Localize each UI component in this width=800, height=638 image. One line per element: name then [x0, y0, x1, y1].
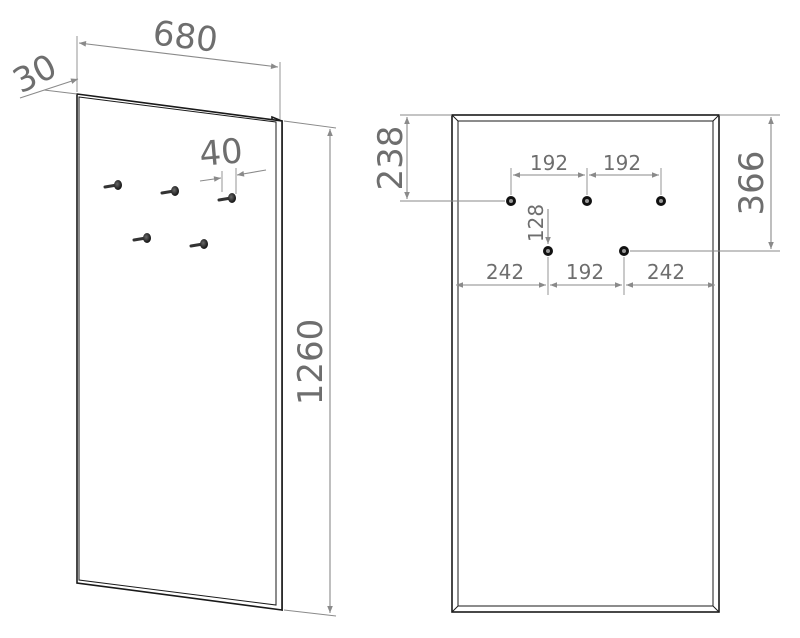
perspective-view: 680 30 40 1260	[7, 13, 337, 617]
coat-hook-icon	[619, 246, 629, 256]
coat-hook-icon	[189, 239, 208, 249]
width-dimension-line	[78, 41, 279, 69]
panel-bevel	[78, 96, 277, 606]
side-left-label: 242	[486, 260, 524, 284]
bevel-corner	[451, 605, 459, 613]
depth-dimension-line	[19, 78, 79, 99]
upper-hooks-height-label: 238	[371, 126, 411, 191]
panel-front-face	[76, 93, 283, 611]
coat-hook-icon	[543, 246, 553, 256]
height-label: 1260	[291, 319, 331, 406]
row-offset-label: 128	[524, 204, 548, 242]
coat-hook-icon	[217, 193, 236, 203]
hook-depth-dim-line	[236, 169, 267, 177]
bevel-corner	[712, 605, 720, 613]
bevel-corner	[712, 114, 720, 122]
side-right-label: 242	[647, 260, 685, 284]
hook-depth-dim-line	[199, 176, 222, 182]
lower-hooks-height-label: 366	[732, 151, 772, 216]
coat-hook-icon	[506, 196, 516, 206]
coat-hook-icon	[103, 180, 122, 190]
hook-depth-label: 40	[198, 131, 245, 175]
coat-hook-icon	[132, 233, 151, 243]
ext-line	[283, 609, 337, 617]
depth-label: 30	[7, 47, 64, 102]
ext-line	[43, 89, 78, 95]
panel-inner-outline	[457, 120, 714, 607]
coat-hook-icon	[582, 196, 592, 206]
panel-outline	[451, 114, 720, 613]
upper-spacing-left-label: 192	[530, 151, 568, 175]
lower-spacing-label: 192	[566, 260, 604, 284]
bevel-corner	[451, 114, 459, 122]
coat-hook-icon	[656, 196, 666, 206]
upper-spacing-right-label: 192	[603, 151, 641, 175]
width-label: 680	[151, 13, 220, 61]
coat-hook-icon	[160, 186, 179, 196]
ext-line	[283, 120, 337, 129]
front-elevation: 238 366 192 192 128 242 192 242	[371, 114, 780, 613]
